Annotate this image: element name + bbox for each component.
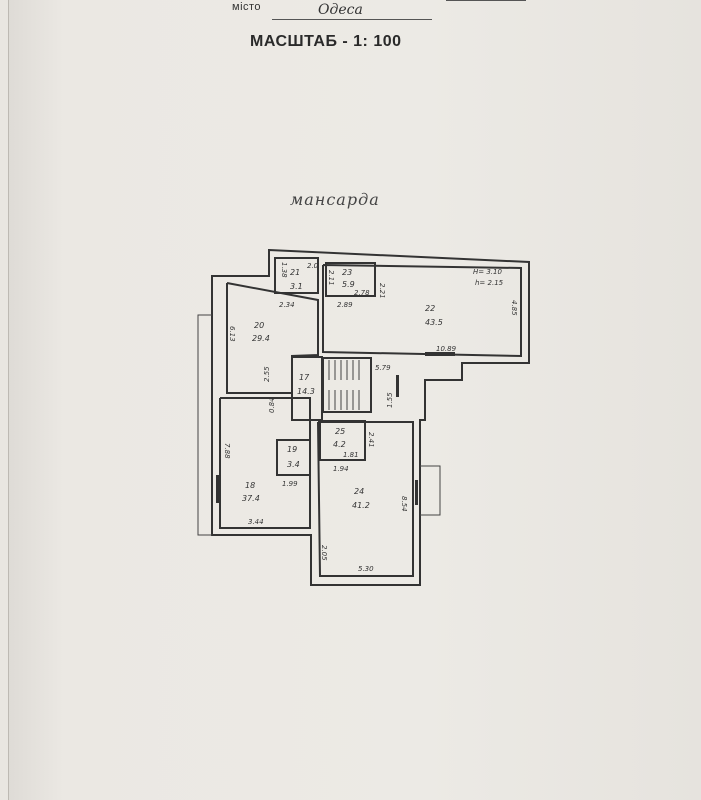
dimension: 2.21 xyxy=(378,283,386,299)
document-page xyxy=(8,0,701,800)
room-19 xyxy=(276,439,311,476)
dimension: 6.13 xyxy=(228,326,236,342)
scale-label: МАСШТАБ - 1: 100 xyxy=(250,33,402,50)
room-number: 24 xyxy=(354,487,364,496)
window xyxy=(415,480,418,505)
room-24 xyxy=(317,421,414,577)
floor-title: мансарда xyxy=(290,190,380,209)
room-number: 18 xyxy=(245,481,255,490)
dimension: 1.55 xyxy=(386,392,394,408)
dimension: 2.11 xyxy=(327,270,335,286)
dimension: 10.89 xyxy=(436,345,457,353)
dimension: 2.41 xyxy=(367,432,375,448)
room-number: 23 xyxy=(342,268,352,277)
room-number: 17 xyxy=(299,373,310,382)
dimension: 7.88 xyxy=(223,443,231,459)
ceiling-height-low: h= 2.15 xyxy=(475,279,504,287)
room-area: 29.4 xyxy=(252,334,270,343)
room-area: 37.4 xyxy=(242,494,260,503)
dimension: 1.99 xyxy=(282,480,298,488)
dimension: 0.84 xyxy=(268,397,276,413)
room-number: 22 xyxy=(425,304,435,313)
page-edge xyxy=(8,0,9,800)
dimension: 2.0 xyxy=(307,262,319,270)
balcony-right xyxy=(420,465,441,516)
dimension: 3.44 xyxy=(248,518,264,526)
room-area: 41.2 xyxy=(352,501,370,510)
dimension: 5.30 xyxy=(358,565,374,573)
room-area: 3.4 xyxy=(287,460,300,469)
dimension: 2.78 xyxy=(354,289,370,297)
window xyxy=(216,475,219,503)
dimension: 4.85 xyxy=(510,300,518,316)
room-number: 19 xyxy=(287,445,297,454)
dimension: 5.79 xyxy=(375,364,391,372)
city-underline xyxy=(272,19,432,20)
room-21 xyxy=(274,257,319,294)
dimension: 2.34 xyxy=(279,301,295,309)
window xyxy=(425,352,455,356)
stair-treads xyxy=(328,360,360,410)
dimension: 2.55 xyxy=(263,366,271,382)
city-value: Одеса xyxy=(318,2,363,18)
dimension: 2.05 xyxy=(320,545,328,561)
dimension: 8.54 xyxy=(400,496,408,512)
dimension: 1.81 xyxy=(343,451,359,459)
room-22 xyxy=(322,264,522,358)
room-area: 4.2 xyxy=(333,440,346,449)
window xyxy=(396,375,399,397)
room-18 xyxy=(219,397,311,529)
room-area: 43.5 xyxy=(425,318,443,327)
room-number: 25 xyxy=(335,427,345,436)
room-area: 14.3 xyxy=(297,387,315,396)
dimension: 1.38 xyxy=(280,262,288,278)
ceiling-height: H= 3.10 xyxy=(473,268,502,276)
room-area: 5.9 xyxy=(342,280,355,289)
dimension: 1.94 xyxy=(333,465,349,473)
field-underline xyxy=(446,0,526,1)
room-number: 20 xyxy=(254,321,264,330)
room-number: 21 xyxy=(290,268,300,277)
dimension: 2.89 xyxy=(337,301,353,309)
room-area: 3.1 xyxy=(290,282,303,291)
city-label: місто xyxy=(232,1,262,13)
outer-wall xyxy=(211,248,530,586)
balcony-line xyxy=(197,314,212,536)
stair xyxy=(322,357,372,413)
room-23 xyxy=(325,262,376,297)
